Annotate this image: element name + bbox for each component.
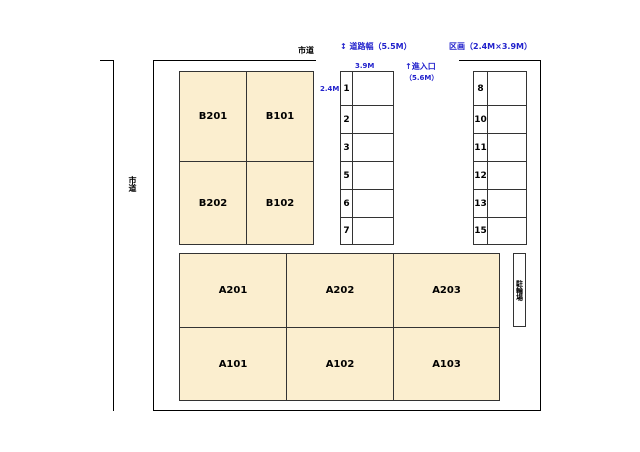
parking-slot-number: 1: [341, 72, 353, 105]
parking-slot-number: 6: [341, 190, 353, 217]
parking-slot-number: 15: [474, 218, 488, 244]
building-b202: B202: [179, 161, 247, 245]
parking-slot: 7: [340, 217, 394, 245]
parking-slot-number: 13: [474, 190, 488, 217]
parking-slot: 5: [340, 161, 394, 190]
building-a203: A203: [393, 253, 500, 328]
road-line-left-tick: [100, 60, 114, 61]
parking-slot: 3: [340, 133, 394, 162]
section-size-label: 区画（2.4M×3.9M）: [449, 42, 532, 51]
bicycle-parking-label: 駐輪場: [515, 279, 524, 301]
building-a101: A101: [179, 327, 287, 401]
building-a202: A202: [286, 253, 394, 328]
parking-slot: 2: [340, 105, 394, 134]
parking-slot: 11: [473, 133, 527, 162]
site-border-top-left: [153, 60, 316, 61]
entrance-width-label: （5.6M）: [405, 74, 439, 82]
site-border-bottom: [153, 410, 541, 411]
parking-slot: 6: [340, 189, 394, 218]
slot-width-label: 2.4M: [320, 85, 340, 93]
parking-slot-number: 3: [341, 134, 353, 161]
parking-slot-number: 10: [474, 106, 488, 133]
city-road-top-label: 市道: [298, 46, 314, 55]
building-a102: A102: [286, 327, 394, 401]
parking-slot-number: 2: [341, 106, 353, 133]
building-b102: B102: [246, 161, 314, 245]
city-road-left-label: 市道: [128, 176, 137, 192]
parking-slot-number: 7: [341, 218, 353, 244]
slot-depth-label: 3.9M: [355, 62, 375, 70]
bicycle-parking: 駐輪場: [513, 253, 526, 327]
parking-slot-number: 8: [474, 72, 488, 105]
parking-slot: 15: [473, 217, 527, 245]
building-b101: B101: [246, 71, 314, 162]
building-b201: B201: [179, 71, 247, 162]
parking-slot: 13: [473, 189, 527, 218]
parking-slot: 12: [473, 161, 527, 190]
building-a201: A201: [179, 253, 287, 328]
building-a103: A103: [393, 327, 500, 401]
parking-slot-number: 11: [474, 134, 488, 161]
site-border-right: [540, 60, 541, 411]
site-border-left: [153, 60, 154, 411]
road-line-left: [113, 60, 114, 411]
road-width-label: ↕ 道路幅（5.5M）: [340, 42, 412, 51]
parking-slot: 8: [473, 71, 527, 106]
parking-slot-number: 5: [341, 162, 353, 189]
site-border-top-right: [459, 60, 541, 61]
parking-slot-number: 12: [474, 162, 488, 189]
entrance-label: ↑進入口: [405, 62, 436, 71]
parking-slot: 1: [340, 71, 394, 106]
parking-slot: 10: [473, 105, 527, 134]
